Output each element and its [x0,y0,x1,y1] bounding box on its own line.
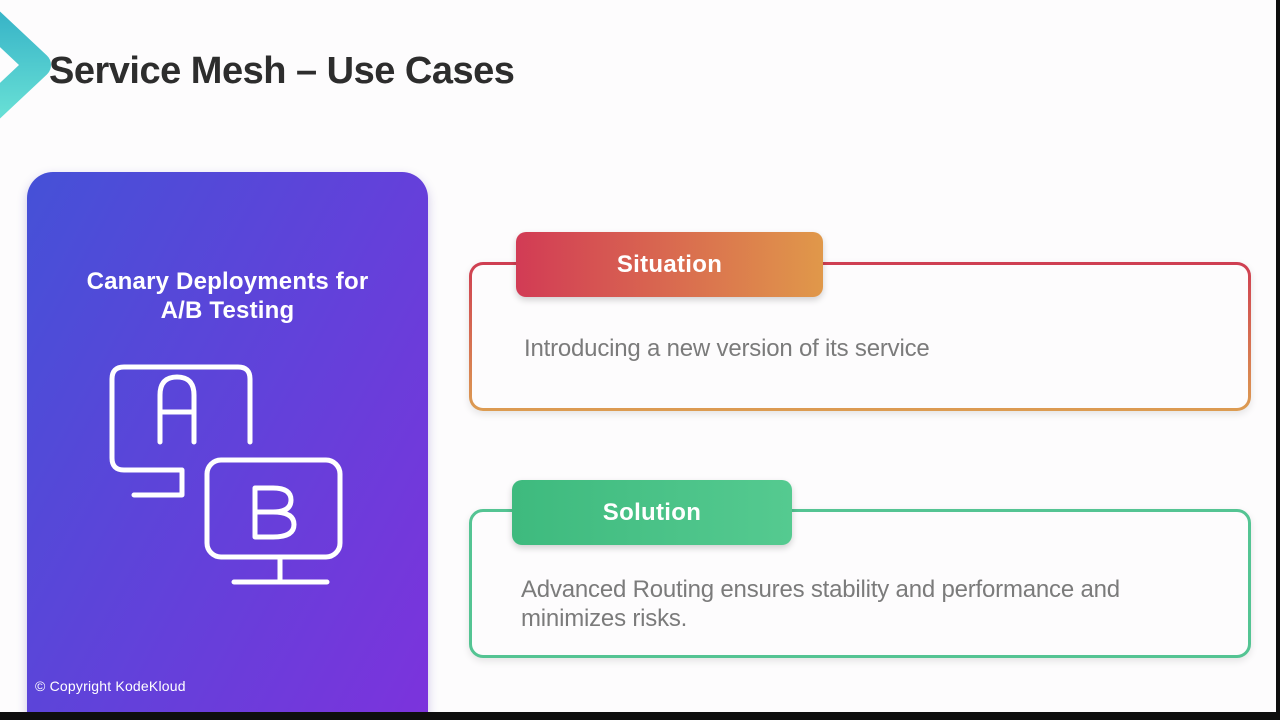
solution-header-pill: Solution [512,480,792,545]
situation-header-pill: Situation [516,232,823,297]
copyright-notice: © Copyright KodeKloud [35,678,186,694]
situation-header-label: Situation [616,250,723,278]
card-title-line2: A/B Testing [160,297,295,324]
monitor-b-stand [231,554,330,585]
left-card: Canary Deployments for A/B Testing © Cop… [27,172,428,720]
kodekloud-chevron-icon [0,11,51,119]
bottom-frame-bar [0,712,1280,720]
card-title: Canary Deployments for A/B Testing [27,267,428,325]
monitor-b-outline [204,457,343,560]
solution-header-label: Solution [602,498,702,526]
letter-a-glyph [157,374,197,445]
situation-body-text: Introducing a new version of its service [524,335,930,362]
card-title-line1: Canary Deployments for [86,268,369,295]
right-frame-bar [1276,0,1280,720]
letter-b-glyph [252,485,297,540]
page-title: Service Mesh – Use Cases [49,50,515,92]
solution-body-text: Advanced Routing ensures stability and p… [521,576,1120,632]
bubble-a-outline [109,364,253,498]
ab-testing-monitors-icon [109,364,343,585]
